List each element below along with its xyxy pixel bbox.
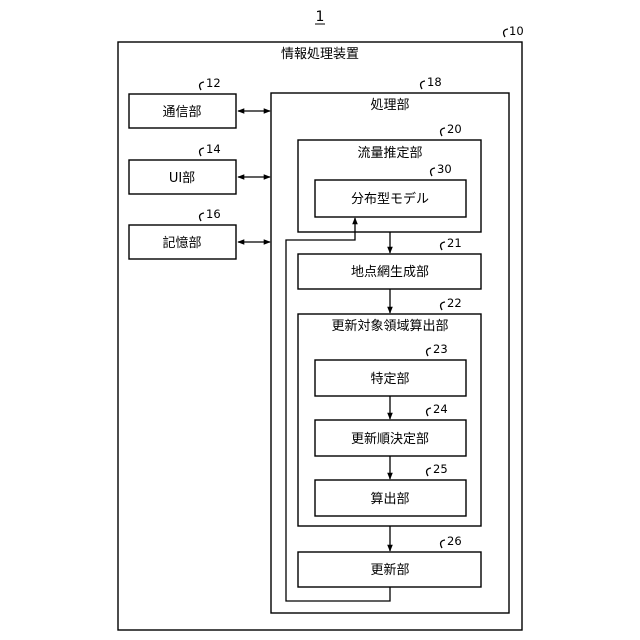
processor-ref: 18 [427, 75, 442, 89]
comm-ref: 12 [206, 76, 221, 90]
comm-label: 通信部 [162, 105, 201, 120]
flow-estimator-ref: 20 [447, 122, 462, 136]
order-label: 更新順決定部 [351, 431, 429, 447]
flow-estimator-label: 流量推定部 [357, 146, 422, 161]
identify-label: 特定部 [370, 372, 409, 387]
region-calc-label: 更新対象領域算出部 [331, 318, 448, 334]
storage-ref: 16 [206, 207, 221, 221]
model-ref: 30 [437, 162, 452, 176]
figure-number: 1 [316, 9, 325, 25]
network-gen-label: 地点網生成部 [351, 265, 429, 280]
device-ref: 10 [509, 24, 524, 38]
order-ref: 24 [433, 402, 448, 416]
device-leader [504, 29, 508, 37]
calc-ref: 25 [433, 462, 448, 476]
ui-label: UI部 [169, 171, 195, 186]
update-ref: 26 [447, 534, 462, 548]
processor-label: 処理部 [370, 98, 409, 113]
update-label: 更新部 [370, 562, 409, 578]
model-label: 分布型モデル [351, 191, 429, 207]
region-calc-ref: 22 [447, 296, 462, 310]
ui-ref: 14 [206, 142, 221, 156]
calc-label: 算出部 [370, 492, 409, 507]
network-gen-ref: 21 [447, 236, 462, 250]
device-label: 情報処理装置 [281, 47, 359, 62]
identify-ref: 23 [433, 342, 448, 356]
storage-label: 記憶部 [162, 235, 201, 251]
